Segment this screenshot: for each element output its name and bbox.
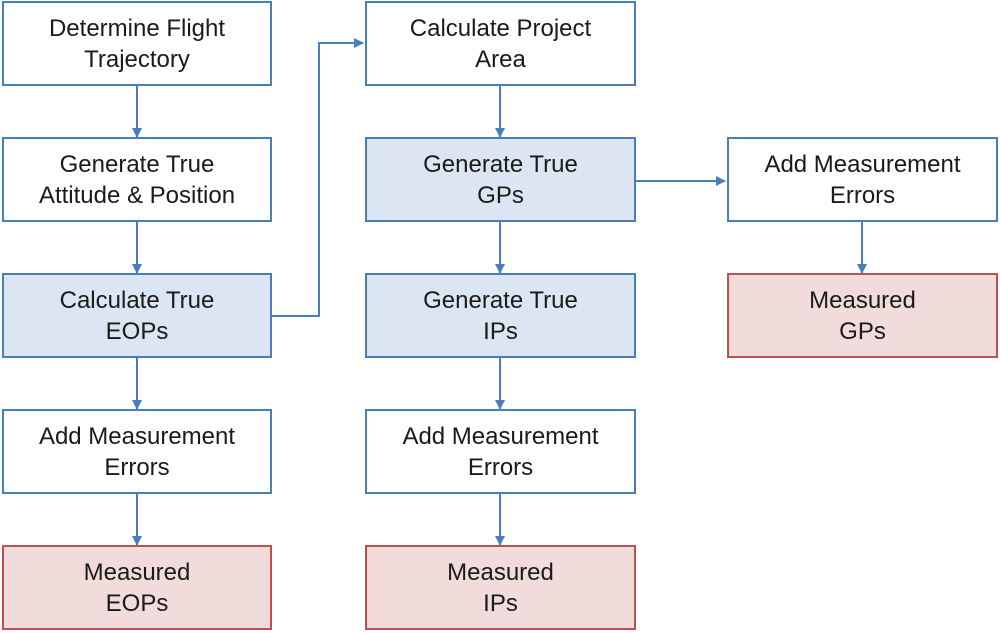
box-text-line-1: Add Measurement xyxy=(38,422,236,450)
measured-ips-box: Measured IPs xyxy=(365,545,636,630)
determine-flight-trajectory-box: Determine Flight Trajectory xyxy=(2,1,272,86)
box-text-line-2: IPs xyxy=(483,317,518,345)
box-text-line-1: Calculate True xyxy=(59,286,215,314)
box-text-line-2: Errors xyxy=(467,453,534,481)
box-text-line-1: Determine Flight xyxy=(48,14,226,42)
box-text-line-2: IPs xyxy=(483,589,518,617)
measured-eops-box: Measured EOPs xyxy=(2,545,272,630)
box-text-line-2: Trajectory xyxy=(84,45,190,73)
box-text-line-1: Add Measurement xyxy=(764,150,961,178)
box-text-line-2: EOPs xyxy=(105,589,169,617)
box-text-line-1: Generate True xyxy=(423,286,578,314)
generate-true-ips-box: Generate True IPs xyxy=(365,273,636,358)
box-text-line-1: Measured xyxy=(83,558,191,586)
add-gp-measurement-errors-box: Add Measurement Errors xyxy=(727,137,998,222)
box-text-line-2: Errors xyxy=(104,453,170,481)
calculate-project-area-box: Calculate Project Area xyxy=(365,1,636,86)
box-text-line-1: Measured xyxy=(447,558,554,586)
generate-true-gps-box: Generate True GPs xyxy=(365,137,636,222)
box-text-line-2: Attitude & Position xyxy=(38,181,236,209)
generate-true-attitude-position-box: Generate True Attitude & Position xyxy=(2,137,272,222)
measured-gps-box: Measured GPs xyxy=(727,273,998,358)
box-text-line-1: Generate True xyxy=(59,150,215,178)
arrow-eops-to-project-area xyxy=(272,38,364,317)
box-text-line-2: GPs xyxy=(839,317,886,345)
box-text-line-1: Measured xyxy=(809,286,916,314)
box-text-line-2: EOPs xyxy=(105,317,169,345)
box-text-line-1: Add Measurement xyxy=(402,422,599,450)
box-text-line-2: Errors xyxy=(829,181,896,209)
box-text-line-2: GPs xyxy=(477,181,524,209)
box-text-line-1: Generate True xyxy=(423,150,578,178)
box-text-line-2: Area xyxy=(475,45,526,73)
box-text-line-1: Calculate Project xyxy=(409,14,592,42)
add-eop-measurement-errors-box: Add Measurement Errors xyxy=(2,409,272,494)
calculate-true-eops-box: Calculate True EOPs xyxy=(2,273,272,358)
add-ip-measurement-errors-box: Add Measurement Errors xyxy=(365,409,636,494)
